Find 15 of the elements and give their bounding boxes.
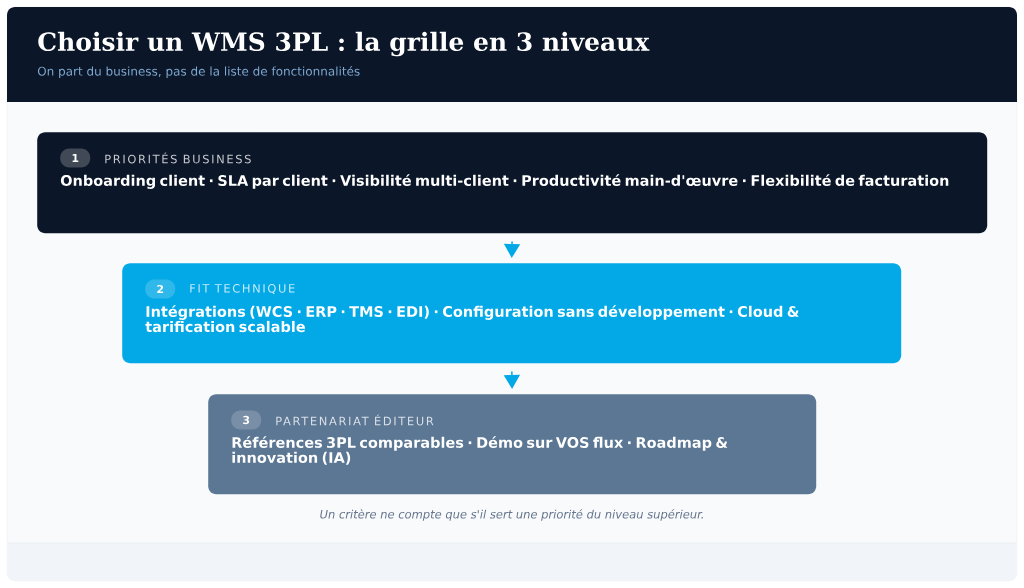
subtitle: On part du business, pas de la liste de fonctionnalités <box>37 65 360 79</box>
number-badge: 1 <box>60 148 91 168</box>
number-badge: 2 <box>145 279 176 299</box>
tier-box <box>37 132 988 234</box>
tier-heading: PARTENARIAT ÉDITEUR <box>276 414 434 426</box>
tier-criteria: Onboarding client · SLA par client · Visibilité multi-client · Productivité main-d'œuvre · Flexibilité de facturation <box>60 174 949 189</box>
tier-heading: PRIORITÉS BUSINESS <box>105 152 251 164</box>
tier-box <box>122 263 902 364</box>
caption: Un critère ne compte que s'il sert une priorité du niveau supérieur. <box>320 509 703 521</box>
tier-criteria: Intégrations (WCS · ERP · TMS · EDI) · Configuration sans développement · Cloud & tarification scalable <box>145 305 799 333</box>
tier-box <box>208 394 817 495</box>
title: Choisir un WMS 3PL : la grille en 3 niveaux <box>38 31 650 57</box>
number-badge: 3 <box>231 410 262 430</box>
tier-criteria: Références 3PL comparables · Démo sur VOS flux · Roadmap & innovation (IA) <box>232 436 728 465</box>
tier-heading: FIT TECHNIQUE <box>190 284 295 294</box>
